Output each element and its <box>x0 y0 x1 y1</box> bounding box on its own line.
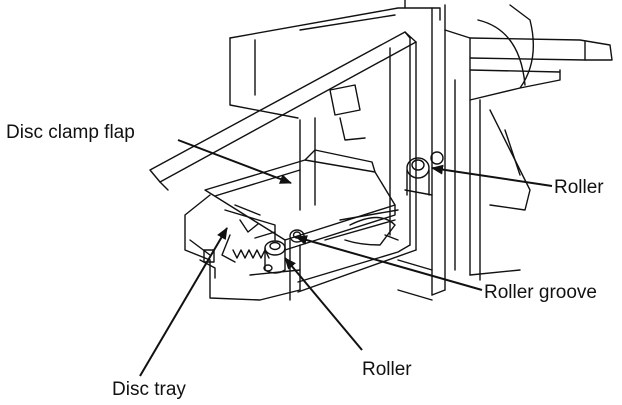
label-disc-clamp-flap: Disc clamp flap <box>6 122 135 143</box>
leader-roller-right <box>431 164 553 187</box>
roller-right <box>404 151 444 196</box>
front-frame <box>149 31 417 293</box>
tray-spring <box>203 249 270 263</box>
leader-roller-bottom <box>284 257 363 351</box>
leader-disc-clamp-flap <box>177 139 292 184</box>
top-cover <box>229 7 441 119</box>
leader-disc-tray <box>139 227 228 377</box>
label-roller-right: Roller <box>554 177 604 198</box>
disc-clamp-flap-shape <box>204 149 399 251</box>
label-roller-groove: Roller groove <box>484 282 597 303</box>
label-disc-tray: Disc tray <box>112 379 186 400</box>
label-roller-bottom: Roller <box>362 359 412 380</box>
leader-roller-groove <box>295 235 483 291</box>
inner-bracket <box>299 84 366 211</box>
guide-rail <box>469 4 613 281</box>
